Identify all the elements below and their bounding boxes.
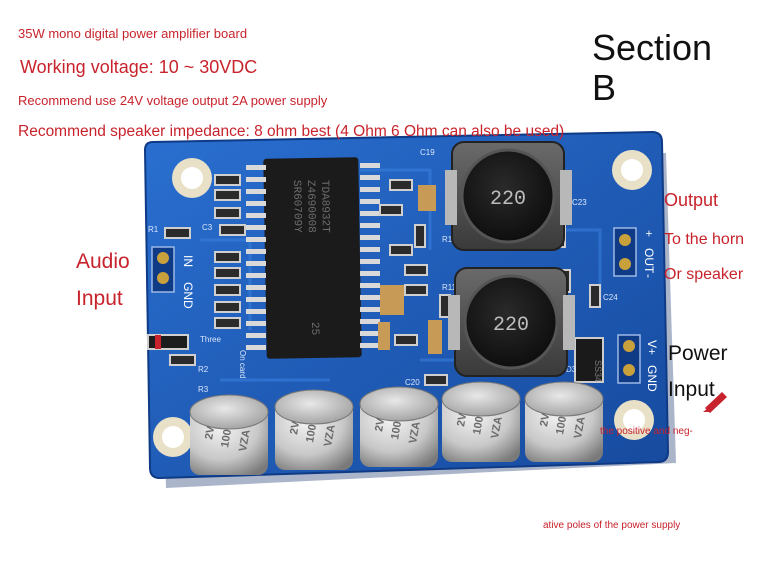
- silk-c3: C3: [202, 223, 213, 232]
- capacitor-5: 2V 100 VZA: [524, 381, 604, 462]
- silk-out: OUT: [642, 248, 656, 274]
- header-pins: [151, 227, 641, 384]
- silk-v-plus: V+: [645, 340, 659, 355]
- diode: [147, 334, 189, 350]
- silk-c23: C23: [572, 198, 587, 207]
- polarity-note-part1: the positive and neg-: [600, 426, 693, 437]
- recommended-supply: Recommend use 24V voltage output 2A powe…: [18, 93, 328, 108]
- chip-marking-3: SR60709Y: [290, 180, 303, 233]
- silk-out-minus: -: [642, 274, 656, 278]
- mounting-holes: [153, 150, 654, 457]
- product-title: 35W mono digital power amplifier board: [18, 26, 248, 41]
- inductor-bottom: 220: [448, 267, 575, 377]
- silk-on-card: On card: [238, 350, 247, 378]
- cap3-label-code: VZA: [407, 421, 423, 445]
- schottky-diode: [574, 337, 604, 383]
- cap2-label-code: VZA: [322, 424, 338, 448]
- working-voltage: Working voltage: 10 ~ 30VDC: [20, 57, 258, 77]
- inductor-top: 220: [445, 141, 572, 251]
- inductor-top-marking: 220: [490, 188, 526, 211]
- to-horn-label: To the horn: [664, 231, 745, 248]
- audio-input-label: Input: [76, 287, 123, 310]
- silk-r1: R1: [148, 225, 159, 234]
- cap1-label-code: VZA: [237, 429, 253, 453]
- audio-label: Audio: [76, 250, 130, 273]
- output-label: Output: [664, 190, 719, 210]
- cap4-label-val: 100: [471, 415, 486, 435]
- ss34-marking: SS34: [593, 360, 603, 382]
- amplifier-chip: TDA8932T Z4690008 SR60709Y 25: [246, 157, 380, 359]
- or-speaker-label: Or speaker: [664, 266, 744, 283]
- chip-marking-4: 25: [308, 322, 320, 335]
- cap5-label-v: 2V: [538, 412, 552, 428]
- cap3-label-val: 100: [389, 420, 404, 440]
- capacitor-2: 2V 100 VZA: [274, 389, 354, 470]
- chip-marking-1: TDA8932T: [318, 180, 331, 233]
- cap1-label-val: 100: [219, 428, 234, 448]
- silk-three: Three: [200, 335, 221, 344]
- power-input-label: Input: [668, 378, 715, 401]
- power-label: Power: [668, 342, 728, 365]
- silk-out-plus: +: [642, 230, 656, 237]
- silk-r2: R2: [198, 365, 209, 374]
- silk-gnd: GND: [181, 282, 195, 309]
- inductor-bottom-marking: 220: [493, 314, 529, 337]
- silk-c24: C24: [603, 293, 618, 302]
- recommended-speaker: Recommend speaker impedance: 8 ohm best …: [18, 123, 565, 140]
- cap2-label-val: 100: [304, 423, 319, 443]
- silk-r11: R11: [442, 283, 457, 292]
- silk-r3: R3: [198, 385, 209, 394]
- silk-c19: C19: [420, 148, 435, 157]
- silk-gnd2: GND: [645, 365, 659, 392]
- cap2-label-v: 2V: [288, 420, 302, 436]
- cap4-label-v: 2V: [455, 412, 469, 428]
- polarity-note-part2: ative poles of the power supply: [543, 520, 681, 531]
- silk-c20: C20: [405, 378, 420, 387]
- edit-watermark-icon: [703, 392, 727, 413]
- silk-r10: R10: [442, 235, 457, 244]
- capacitor-4: 2V 100 VZA: [441, 381, 521, 462]
- silk-d3: D3: [566, 365, 577, 374]
- cap3-label-v: 2V: [373, 417, 387, 433]
- chip-marking-2: Z4690008: [304, 180, 317, 233]
- silk-in: IN: [181, 255, 195, 267]
- section-heading-line2: B: [592, 67, 617, 108]
- cap5-label-code: VZA: [572, 416, 588, 440]
- capacitor-1: 2V 100 VZA: [189, 394, 269, 475]
- capacitor-3: 2V 100 VZA: [359, 386, 439, 467]
- cap4-label-code: VZA: [489, 416, 505, 440]
- section-heading-line1: Section: [592, 27, 713, 68]
- cap1-label-v: 2V: [203, 425, 217, 441]
- cap5-label-val: 100: [554, 415, 569, 435]
